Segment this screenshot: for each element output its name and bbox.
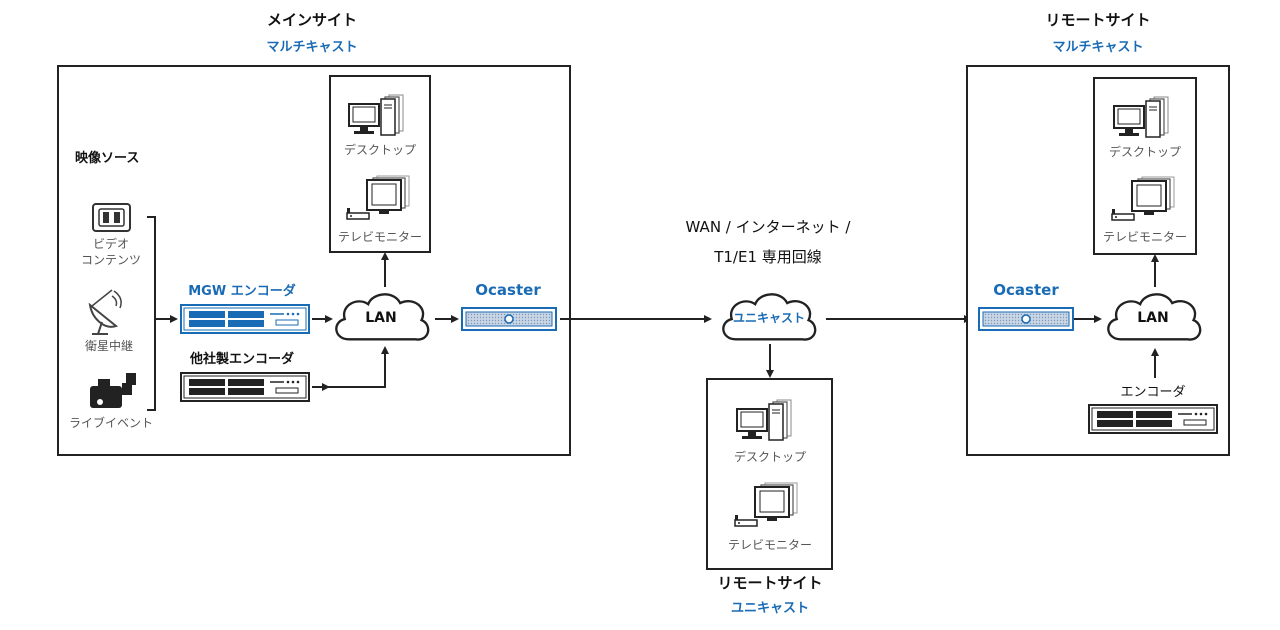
- video-content-label-1: ビデオ: [93, 236, 129, 251]
- ocaster-icon: [461, 307, 557, 331]
- main-site-title: メインサイト: [267, 11, 357, 29]
- remote-site-subtitle: マルチキャスト: [1052, 40, 1143, 55]
- main-ocaster-label: Ocaster: [475, 281, 541, 299]
- remote-site-title: リモートサイト: [1045, 11, 1150, 29]
- video-camera-icon: [90, 373, 136, 408]
- satellite-dish-icon: [88, 289, 122, 335]
- wan-section: WAN / インターネット / T1/E1 専用回線 ユニキャスト: [560, 218, 972, 378]
- remote-encoder-icon: [1088, 404, 1218, 434]
- main-client-box: [329, 75, 431, 253]
- live-event-label: ライブイベント: [69, 415, 153, 430]
- remote-lan-label: LAN: [1137, 310, 1168, 326]
- remote-client-box: [1093, 77, 1197, 255]
- wan-line1: WAN / インターネット /: [686, 218, 852, 236]
- video-source-label: 映像ソース: [75, 150, 139, 166]
- satellite-label: 衛星中継: [85, 338, 133, 353]
- video-content-label-2: コンテンツ: [81, 253, 141, 267]
- main-site-box: [57, 65, 571, 456]
- unicast-tv-label: テレビモニター: [728, 538, 812, 552]
- main-site-subtitle: マルチキャスト: [266, 40, 357, 55]
- unicast-site-subtitle: ユニキャスト: [731, 601, 809, 616]
- other-encoder-icon: [180, 372, 310, 402]
- ocaster-icon: [978, 307, 1074, 331]
- remote-tv-label: テレビモニター: [1103, 230, 1187, 244]
- unicast-desktop-label: デスクトップ: [734, 449, 806, 464]
- remote-multicast-site: リモートサイト マルチキャスト Ocaster LAN デスクトップ テレビモニ…: [966, 11, 1230, 456]
- remote-encoder-label: エンコーダ: [1120, 385, 1185, 400]
- main-tv-label: テレビモニター: [338, 230, 422, 244]
- wan-cloud-label: ユニキャスト: [733, 311, 805, 325]
- other-encoder-label: 他社製エンコーダ: [189, 351, 294, 367]
- video-content-icon: [92, 203, 131, 232]
- mgw-encoder-label: MGW エンコーダ: [188, 283, 295, 299]
- main-site: メインサイト マルチキャスト 映像ソース ビデオ コンテンツ 衛星中継: [57, 11, 571, 456]
- wan-line2: T1/E1 専用回線: [713, 248, 822, 266]
- remote-unicast-site: デスクトップ テレビモニター リモートサイト ユニキャスト: [706, 378, 833, 616]
- mgw-encoder-icon: [180, 304, 310, 334]
- unicast-site-title: リモートサイト: [717, 574, 822, 592]
- lan-label: LAN: [365, 310, 396, 326]
- remote-desktop-label: デスクトップ: [1109, 144, 1181, 159]
- remote-ocaster-label: Ocaster: [993, 281, 1059, 299]
- source-bracket: [147, 216, 156, 411]
- main-desktop-label: デスクトップ: [344, 142, 416, 157]
